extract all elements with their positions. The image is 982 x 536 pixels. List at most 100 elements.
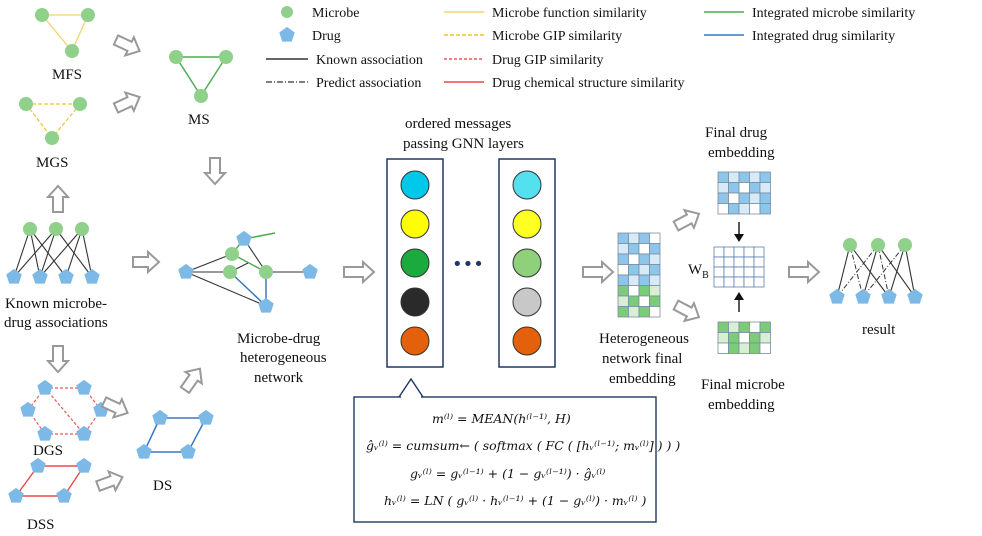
hne-label-1: Heterogeneous <box>599 331 689 347</box>
legend-mfs: Microbe function similarity <box>492 6 647 21</box>
matrix-cell <box>738 321 750 333</box>
matrix-cell <box>617 306 629 318</box>
matrix-cell <box>759 192 771 204</box>
matrix-cell <box>749 332 761 344</box>
matrix-cell <box>617 295 629 307</box>
matrix-cell <box>617 285 629 297</box>
microbe-node <box>871 238 885 252</box>
matrix-cell <box>717 171 729 183</box>
microbe-node <box>73 97 87 111</box>
gnn-node <box>512 209 542 239</box>
flow-arrows <box>45 34 821 493</box>
mfs-label: MFS <box>52 67 82 83</box>
flow-arrow <box>112 90 141 114</box>
drug-node <box>302 263 318 279</box>
dgs-graph: DGS <box>20 379 109 459</box>
matrix-cell <box>728 332 740 344</box>
matrix-cell <box>638 274 650 286</box>
matrix-cell <box>717 182 729 194</box>
drug-node <box>236 230 252 246</box>
matrix-cell <box>649 243 661 255</box>
heterogeneous-network-graph: Microbe-drug heterogeneous network <box>178 230 327 386</box>
matrix-cell <box>759 182 771 194</box>
flow-arrow <box>179 367 204 395</box>
mgs-label: MGS <box>36 155 69 171</box>
formula-mean: m⁽ˡ⁾ = MEAN(h⁽ˡ⁻¹⁾, H) <box>432 411 571 426</box>
ds-graph: DS <box>136 409 214 494</box>
gnn-node <box>512 287 542 317</box>
legend-drug: Drug <box>312 29 341 44</box>
matrix-cell <box>753 266 765 278</box>
microbe-node <box>225 247 239 261</box>
matrix-cell <box>713 256 725 268</box>
flow-arrow <box>45 184 71 213</box>
fde-label-2: embedding <box>708 145 775 161</box>
microbe-node <box>223 265 237 279</box>
matrix-cell <box>628 306 640 318</box>
formula-cumsum: ĝᵥ⁽ˡ⁾ = cumsum← ( softmax ( FC ( [hᵥ⁽ˡ⁻¹… <box>366 438 680 453</box>
matrix-cell <box>723 266 735 278</box>
flow-arrow <box>788 259 821 285</box>
gnn-node <box>512 170 542 200</box>
matrix-cell <box>617 232 629 244</box>
matrix-cell <box>717 192 729 204</box>
drug-node <box>76 379 92 395</box>
known-label-1: Known microbe- <box>5 296 107 312</box>
microbe-node <box>194 89 208 103</box>
microbe-node <box>65 44 79 58</box>
final-drug-embedding-matrix <box>717 171 771 215</box>
microbe-node <box>45 131 59 145</box>
matrix-cell <box>733 276 745 288</box>
matrix-cell <box>649 274 661 286</box>
known-associations-graph: Known microbe- drug associations <box>4 222 108 331</box>
fde-label-1: Final drug <box>705 125 768 141</box>
dss-label: DSS <box>27 517 55 533</box>
formula-gate: gᵥ⁽ˡ⁾ = gᵥ⁽ˡ⁻¹⁾ + (1 − gᵥ⁽ˡ⁻¹⁾) · ĝᵥ⁽ˡ⁾ <box>410 466 605 481</box>
matrix-cell <box>617 243 629 255</box>
flow-arrow <box>343 259 376 285</box>
microbe-node <box>19 97 33 111</box>
matrix-cell <box>713 246 725 258</box>
gnn-node <box>512 326 542 356</box>
matrix-cell <box>723 256 735 268</box>
matrix-cell <box>759 332 771 344</box>
matrix-cell <box>717 332 729 344</box>
matrix-cell <box>628 274 640 286</box>
drug-node <box>37 425 53 441</box>
gnn-node <box>400 248 430 278</box>
matrix-cell <box>743 276 755 288</box>
drug-node <box>20 401 36 417</box>
legend-dgs: Drug GIP similarity <box>492 53 603 68</box>
formula-box: m⁽ˡ⁾ = MEAN(h⁽ˡ⁻¹⁾, H) ĝᵥ⁽ˡ⁾ = cumsum← (… <box>353 377 680 523</box>
matrix-cell <box>759 321 771 333</box>
gnn-node <box>512 248 542 278</box>
drug-node <box>8 487 24 503</box>
matrix-cell <box>749 342 761 354</box>
drug-node <box>76 457 92 473</box>
mgs-graph: MGS <box>19 97 87 171</box>
gnn-node <box>400 287 430 317</box>
drug-node <box>152 409 168 425</box>
gnn-ellipsis: ••• <box>452 254 484 275</box>
gnn-node <box>400 326 430 356</box>
result-label: result <box>862 322 896 338</box>
dss-graph: DSS <box>8 457 92 533</box>
microbe-node <box>219 50 233 64</box>
dgs-label: DGS <box>33 443 63 459</box>
matrix-cell <box>743 246 755 258</box>
matrix-cell <box>649 264 661 276</box>
final-microbe-embedding-matrix <box>717 321 771 354</box>
flow-arrow <box>672 208 701 232</box>
gnn-label-1: ordered messages <box>405 116 511 132</box>
matrix-cell <box>638 295 650 307</box>
microbe-node <box>169 50 183 64</box>
ms-graph: MS <box>169 50 233 128</box>
matrix-cell <box>753 246 765 258</box>
matrix-cell <box>628 253 640 265</box>
matrix-cell <box>713 266 725 278</box>
matrix-cell <box>728 342 740 354</box>
ms-label: MS <box>188 112 210 128</box>
het-label-1: Microbe-drug <box>237 331 321 347</box>
legend-microbe: Microbe <box>312 6 359 21</box>
microbe-node <box>81 8 95 22</box>
